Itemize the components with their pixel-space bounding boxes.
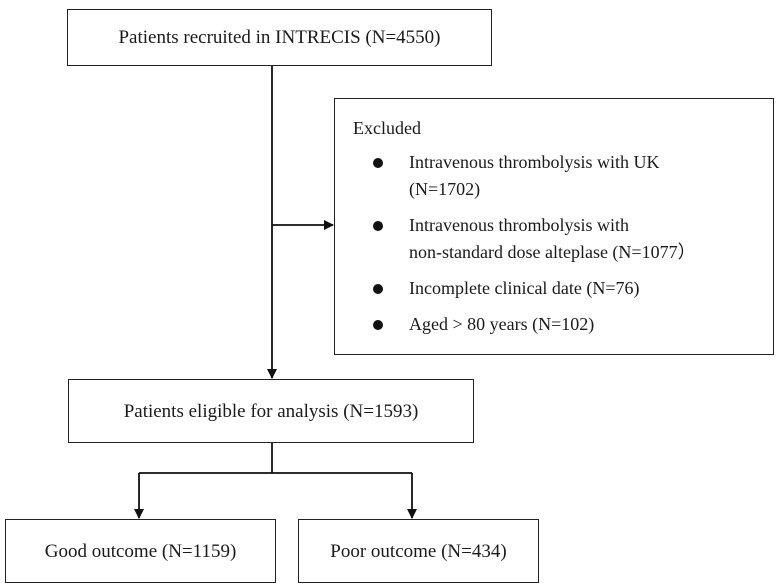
bullet-icon: [373, 221, 383, 231]
bullet-icon: [373, 320, 383, 330]
excluded-item-line: Intravenous thrombolysis with: [409, 215, 629, 235]
excluded-item-uk: Intravenous thrombolysis with UK (N=1702…: [353, 149, 773, 203]
excluded-item-line: Intravenous thrombolysis with UK: [409, 152, 660, 172]
recruited-label: Patients recruited in INTRECIS (N=4550): [118, 27, 441, 48]
excluded-item-age: Aged > 80 years (N=102): [353, 311, 773, 338]
good-outcome-box: Good outcome (N=1159): [5, 519, 276, 583]
eligible-label: Patients eligible for analysis (N=1593): [123, 400, 419, 422]
recruited-box: Patients recruited in INTRECIS (N=4550): [67, 9, 492, 66]
excluded-item-line: Aged > 80 years (N=102): [409, 314, 595, 334]
excluded-list: Intravenous thrombolysis with UK (N=1702…: [353, 149, 773, 338]
excluded-item-line: non-standard dose alteplase (N=1077）: [409, 242, 696, 262]
excluded-item-line: Incomplete clinical date (N=76): [409, 278, 640, 298]
excluded-item-line: (N=1702): [409, 179, 481, 199]
bullet-icon: [373, 284, 383, 294]
excluded-heading: Excluded: [353, 118, 421, 138]
eligible-box: Patients eligible for analysis (N=1593): [68, 379, 474, 443]
poor-outcome-box: Poor outcome (N=434): [298, 519, 539, 583]
excluded-item-nonstandard-dose: Intravenous thrombolysis with non-standa…: [353, 212, 773, 266]
excluded-box: Excluded Intravenous thrombolysis with U…: [334, 98, 774, 355]
good-outcome-label: Good outcome (N=1159): [44, 540, 237, 562]
poor-outcome-label: Poor outcome (N=434): [330, 540, 507, 562]
bullet-icon: [373, 158, 383, 168]
excluded-item-incomplete-data: Incomplete clinical date (N=76): [353, 275, 773, 302]
